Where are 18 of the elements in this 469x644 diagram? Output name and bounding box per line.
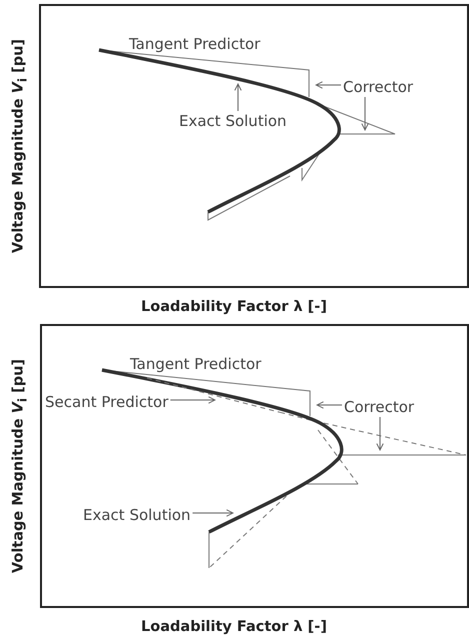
- curve-label: Tangent Predictor: [129, 35, 260, 53]
- leader-arrow: [170, 396, 216, 404]
- leader-arrow: [316, 401, 342, 409]
- plot-frame: [40, 324, 469, 608]
- leader-arrow: [376, 416, 384, 450]
- leader-arrow: [316, 81, 342, 89]
- leader-arrow: [234, 84, 242, 112]
- axis-title: Loadability Factor λ [-]: [141, 619, 327, 635]
- axis-title: Loadability Factor λ [-]: [141, 299, 327, 315]
- curve-label: Tangent Predictor: [130, 355, 262, 373]
- leader-arrow: [192, 509, 234, 517]
- curve-label: Exact Solution: [179, 112, 287, 130]
- curve-label: Exact Solution: [83, 506, 191, 524]
- leader-arrow: [361, 96, 369, 130]
- curve-label: Secant Predictor: [45, 393, 168, 411]
- plot-frame: [39, 4, 469, 288]
- curve-label: Corrector: [344, 398, 414, 416]
- curve-label: Corrector: [343, 78, 414, 96]
